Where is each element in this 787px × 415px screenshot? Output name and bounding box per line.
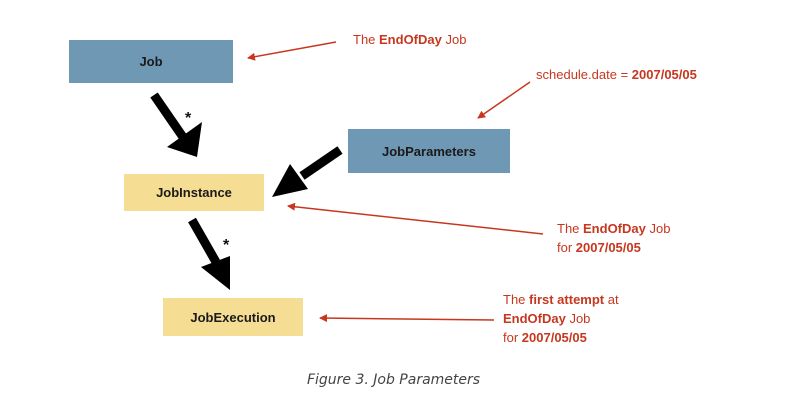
instance-to-execution-arrowhead [201, 256, 230, 290]
execution-note-line3-bold: 2007/05/05 [521, 330, 587, 345]
job-box: Job [69, 40, 233, 83]
execution-note-line1-bold: first attempt [529, 292, 605, 307]
job-execution-box: JobExecution [163, 298, 303, 336]
parameters-note-pointer [477, 81, 531, 119]
execution-note: The first attempt at EndOfDay Job for 20… [503, 290, 619, 347]
instance-note-line1-prefix: The [557, 221, 584, 236]
job-note-suffix: Job [441, 32, 467, 47]
job-note-pointer [247, 41, 337, 61]
instance-note-pointer [287, 202, 544, 235]
job-parameters-box: JobParameters [348, 129, 510, 173]
parameters-to-instance-arrowhead [272, 164, 308, 197]
execution-note-line2-suffix: Job [565, 311, 591, 326]
job-instance-box: JobInstance [124, 174, 264, 211]
execution-note-line1-prefix: The [503, 292, 530, 307]
job-note-prefix: The [353, 32, 380, 47]
instance-note-line1-suffix: Job [645, 221, 671, 236]
instance-to-execution-multiplicity: * [223, 237, 230, 254]
job-to-instance-arrowhead [167, 122, 202, 157]
instance-note-line2-bold: 2007/05/05 [575, 240, 641, 255]
parameters-note-prefix: schedule.date = [536, 67, 632, 82]
execution-note-line3-prefix: for [503, 330, 522, 345]
execution-note-line1-suffix: at [604, 292, 619, 307]
parameters-note: schedule.date = 2007/05/05 [536, 65, 697, 84]
job-note: The EndOfDay Job [353, 30, 466, 49]
job-to-instance-multiplicity: * [185, 110, 192, 127]
parameters-to-instance-arrow [299, 146, 343, 180]
execution-note-pointer [319, 314, 495, 323]
figure-caption: Figure 3. Job Parameters [306, 372, 481, 388]
execution-note-line2-bold: EndOfDay [503, 311, 566, 326]
instance-note-line2-prefix: for [557, 240, 576, 255]
parameters-note-bold: 2007/05/05 [631, 67, 697, 82]
job-note-bold: EndOfDay [379, 32, 442, 47]
job-to-instance-arrow [150, 92, 189, 143]
instance-note: The EndOfDay Job for 2007/05/05 [557, 219, 670, 257]
instance-to-execution-arrow [188, 217, 220, 265]
instance-note-line1-bold: EndOfDay [583, 221, 646, 236]
